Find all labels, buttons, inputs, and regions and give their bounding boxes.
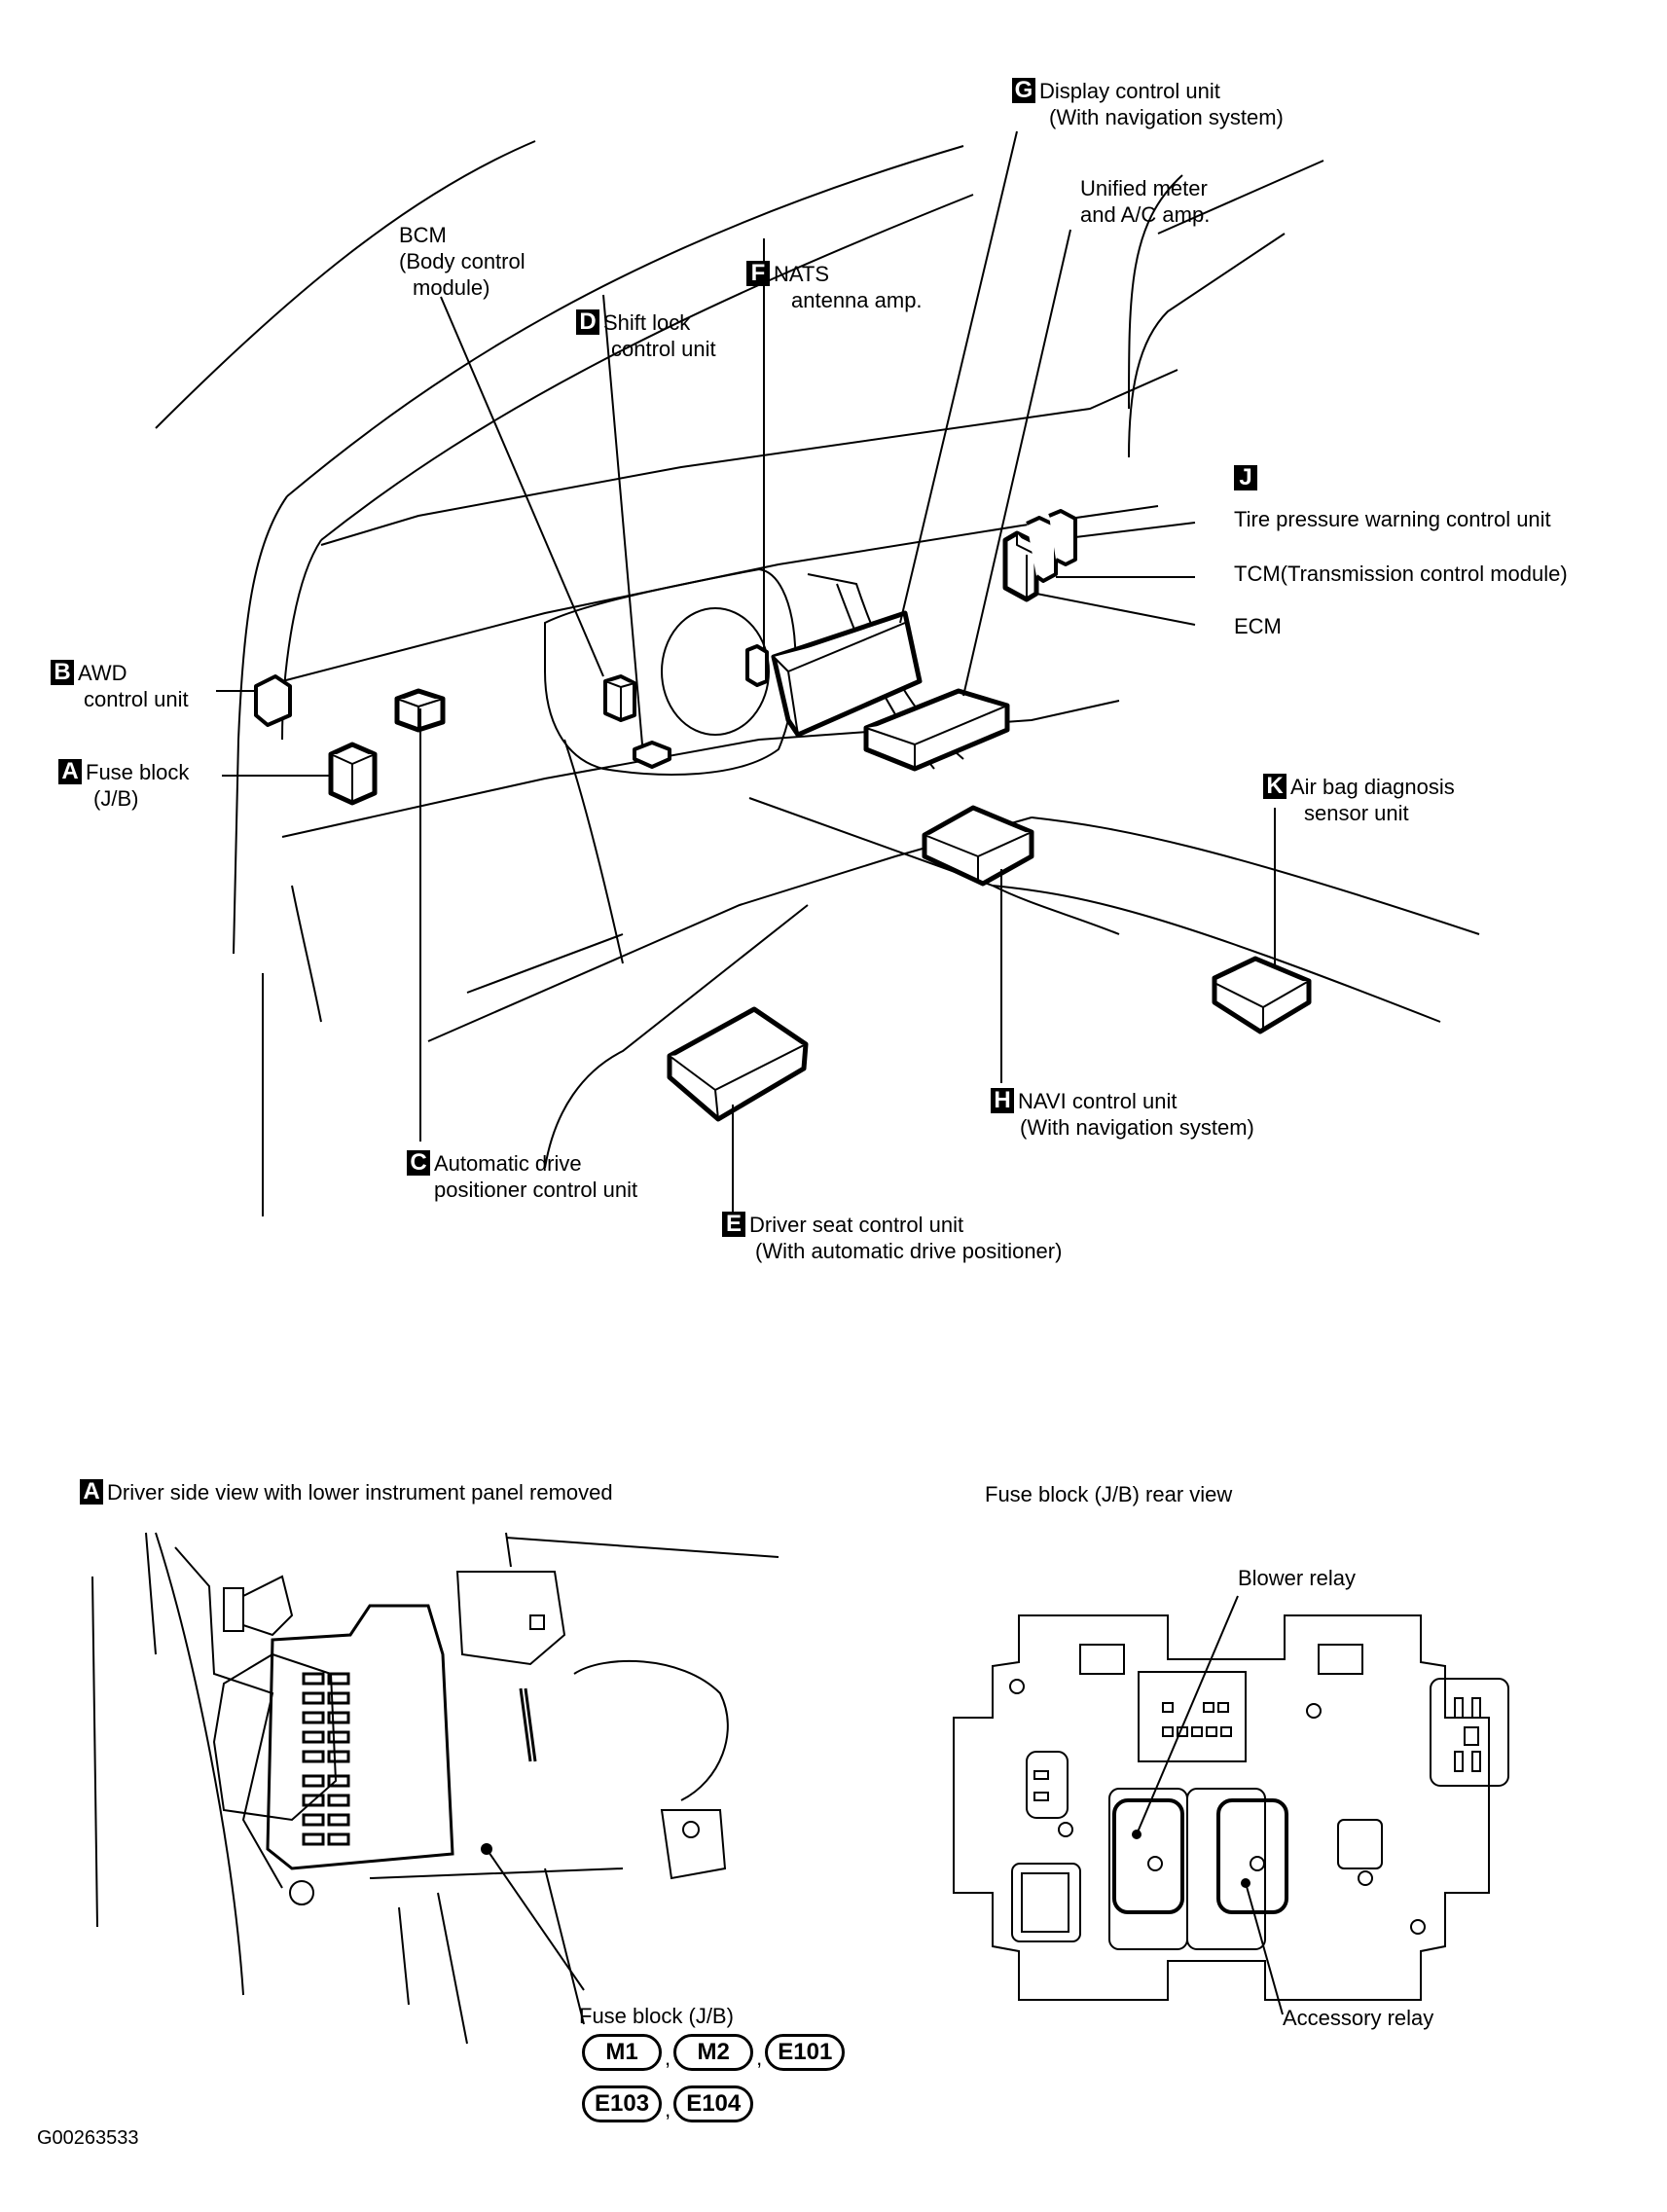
connector-row-2: E103 , E104 bbox=[582, 2085, 754, 2122]
dash-top-inner bbox=[320, 194, 974, 541]
windshield-line bbox=[155, 140, 536, 429]
awd-control-unit-box bbox=[254, 674, 292, 727]
rear-view-title: Fuse block (J/B) rear view bbox=[985, 1482, 1233, 1506]
label-tcm: TCM(Transmission control module) bbox=[1234, 562, 1568, 586]
tunnel-right bbox=[992, 885, 1441, 1023]
detail-a-callout: Fuse block (J/B) bbox=[579, 2004, 734, 2028]
badge-k: K bbox=[1263, 774, 1286, 799]
label-bcm: BCM (Body control module) bbox=[399, 223, 525, 300]
label-unified-meter: Unified meter and A/C amp. bbox=[1080, 176, 1211, 227]
badge-c: C bbox=[407, 1150, 430, 1176]
dash-upper bbox=[320, 369, 1178, 546]
seat-edge bbox=[544, 904, 809, 1169]
kick-panel bbox=[291, 885, 322, 1023]
dash-lower bbox=[281, 700, 1120, 838]
floor-line-2 bbox=[466, 933, 624, 994]
label-ecm: ECM bbox=[1234, 614, 1282, 638]
dash-right-curve bbox=[1128, 174, 1183, 410]
dash-top-outer bbox=[286, 145, 964, 497]
callout-accessory-relay: Accessory relay bbox=[1283, 2006, 1434, 2030]
connector-row-1: M1 , M2 , E101 bbox=[582, 2034, 846, 2071]
badge-g: G bbox=[1012, 78, 1035, 103]
shift-lock-box bbox=[633, 741, 671, 769]
dash-right-edge bbox=[1157, 160, 1324, 235]
badge-e: E bbox=[722, 1212, 745, 1237]
label-j-badge: J bbox=[1234, 465, 1261, 491]
connector-m1: M1 bbox=[582, 2034, 662, 2071]
badge-f: F bbox=[746, 261, 770, 286]
badge-h: H bbox=[991, 1088, 1014, 1113]
connector-e103: E103 bbox=[582, 2085, 663, 2122]
label-tire-pressure: Tire pressure warning control unit bbox=[1234, 507, 1551, 531]
callout-blower-relay: Blower relay bbox=[1238, 1566, 1357, 1590]
connector-e101: E101 bbox=[765, 2034, 846, 2071]
badge-j: J bbox=[1234, 465, 1257, 490]
driver-seat-unit-box bbox=[667, 1006, 809, 1122]
dash-far-right bbox=[1128, 233, 1286, 458]
bcm-box bbox=[603, 674, 636, 722]
fuse-block-box bbox=[328, 742, 378, 806]
nats-amp-box bbox=[745, 644, 769, 687]
badge-d: D bbox=[576, 309, 599, 335]
display-control-box bbox=[771, 610, 923, 738]
connector-m2: M2 bbox=[673, 2034, 754, 2071]
navi-control-box bbox=[922, 805, 1034, 887]
console-center bbox=[748, 797, 1120, 935]
figure-code: G00263533 bbox=[37, 2127, 139, 2149]
cluster-hood bbox=[544, 567, 797, 776]
console-left bbox=[563, 739, 624, 964]
tire-pressure-unit-box bbox=[1048, 509, 1077, 566]
unified-meter-box bbox=[863, 688, 1010, 772]
tunnel-right-2 bbox=[1031, 816, 1480, 935]
badge-b: B bbox=[51, 660, 74, 685]
a-pillar bbox=[233, 495, 288, 955]
connector-e104: E104 bbox=[673, 2085, 754, 2122]
badge-a: A bbox=[58, 759, 82, 784]
badge-a-detail: A bbox=[80, 1479, 103, 1505]
airbag-sensor-box bbox=[1212, 956, 1312, 1034]
